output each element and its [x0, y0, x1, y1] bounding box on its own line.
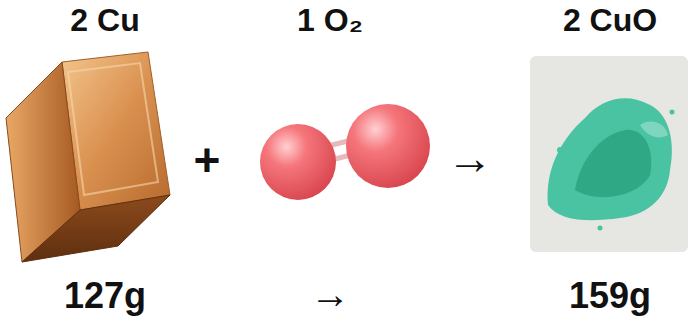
label-text: 127g [64, 278, 146, 314]
label-text: → [310, 274, 350, 314]
label-text: → [447, 135, 493, 181]
copper-bar [6, 52, 170, 262]
oxygen-molecule [260, 104, 430, 200]
label-text: 1 O₂ [297, 4, 363, 36]
label-text: 159g [569, 278, 651, 314]
label-text: 2 CuO [563, 4, 657, 36]
label-text: + [194, 137, 221, 183]
label-text: 2 Cu [70, 4, 139, 36]
powder-photo [530, 56, 688, 252]
